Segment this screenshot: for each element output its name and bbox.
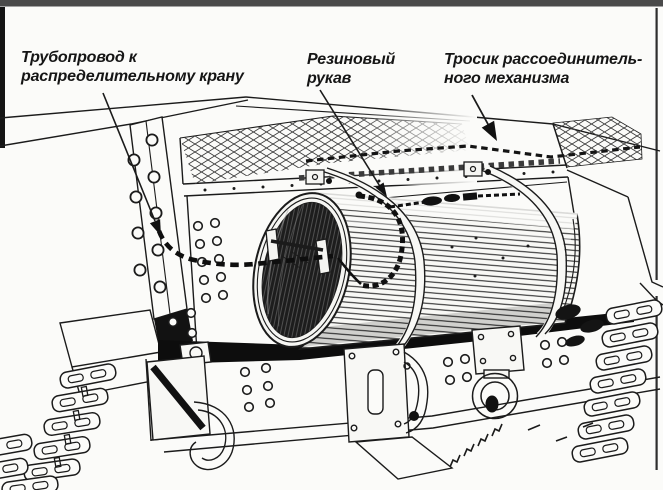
arrowhead-icon xyxy=(375,182,387,197)
center-tow-bracket xyxy=(343,343,454,480)
arrowhead-icon xyxy=(481,120,497,141)
release-cable-dashed xyxy=(305,144,641,163)
arrowhead-icon xyxy=(149,219,161,236)
strap-top-brackets xyxy=(305,161,491,185)
scan-right-line xyxy=(655,8,658,280)
fuel-pipeline-dashed xyxy=(156,230,334,268)
scan-top-band xyxy=(0,0,663,7)
fuel-drum xyxy=(252,191,581,350)
signature-marks xyxy=(449,422,594,468)
scan-artifacts xyxy=(0,0,663,470)
drum-face-handle xyxy=(265,228,331,275)
rubber-hose xyxy=(336,191,405,289)
leader-line-release-cable xyxy=(471,94,490,127)
label-release-cable: Тросик рассоединитель- ного механизма xyxy=(444,51,643,87)
deck-mesh-grille xyxy=(180,110,643,185)
drum-straps xyxy=(305,161,568,353)
right-shackle xyxy=(471,325,525,420)
release-mechanism-hardware xyxy=(389,192,521,209)
left-track xyxy=(0,362,118,490)
scan-left-bar xyxy=(0,7,5,148)
right-track xyxy=(555,298,663,464)
leader-line-rubber-hose xyxy=(319,89,382,189)
leader-line-pipeline xyxy=(102,92,156,222)
left-tow-hook xyxy=(146,341,235,471)
label-rubber-hose: Резиновый рукав xyxy=(307,51,396,87)
track-links-in-gap xyxy=(555,304,604,347)
drum-front-face xyxy=(252,192,352,348)
label-pipeline: Трубопровод к распределительному крану xyxy=(21,49,244,85)
label-leaders xyxy=(102,89,497,236)
